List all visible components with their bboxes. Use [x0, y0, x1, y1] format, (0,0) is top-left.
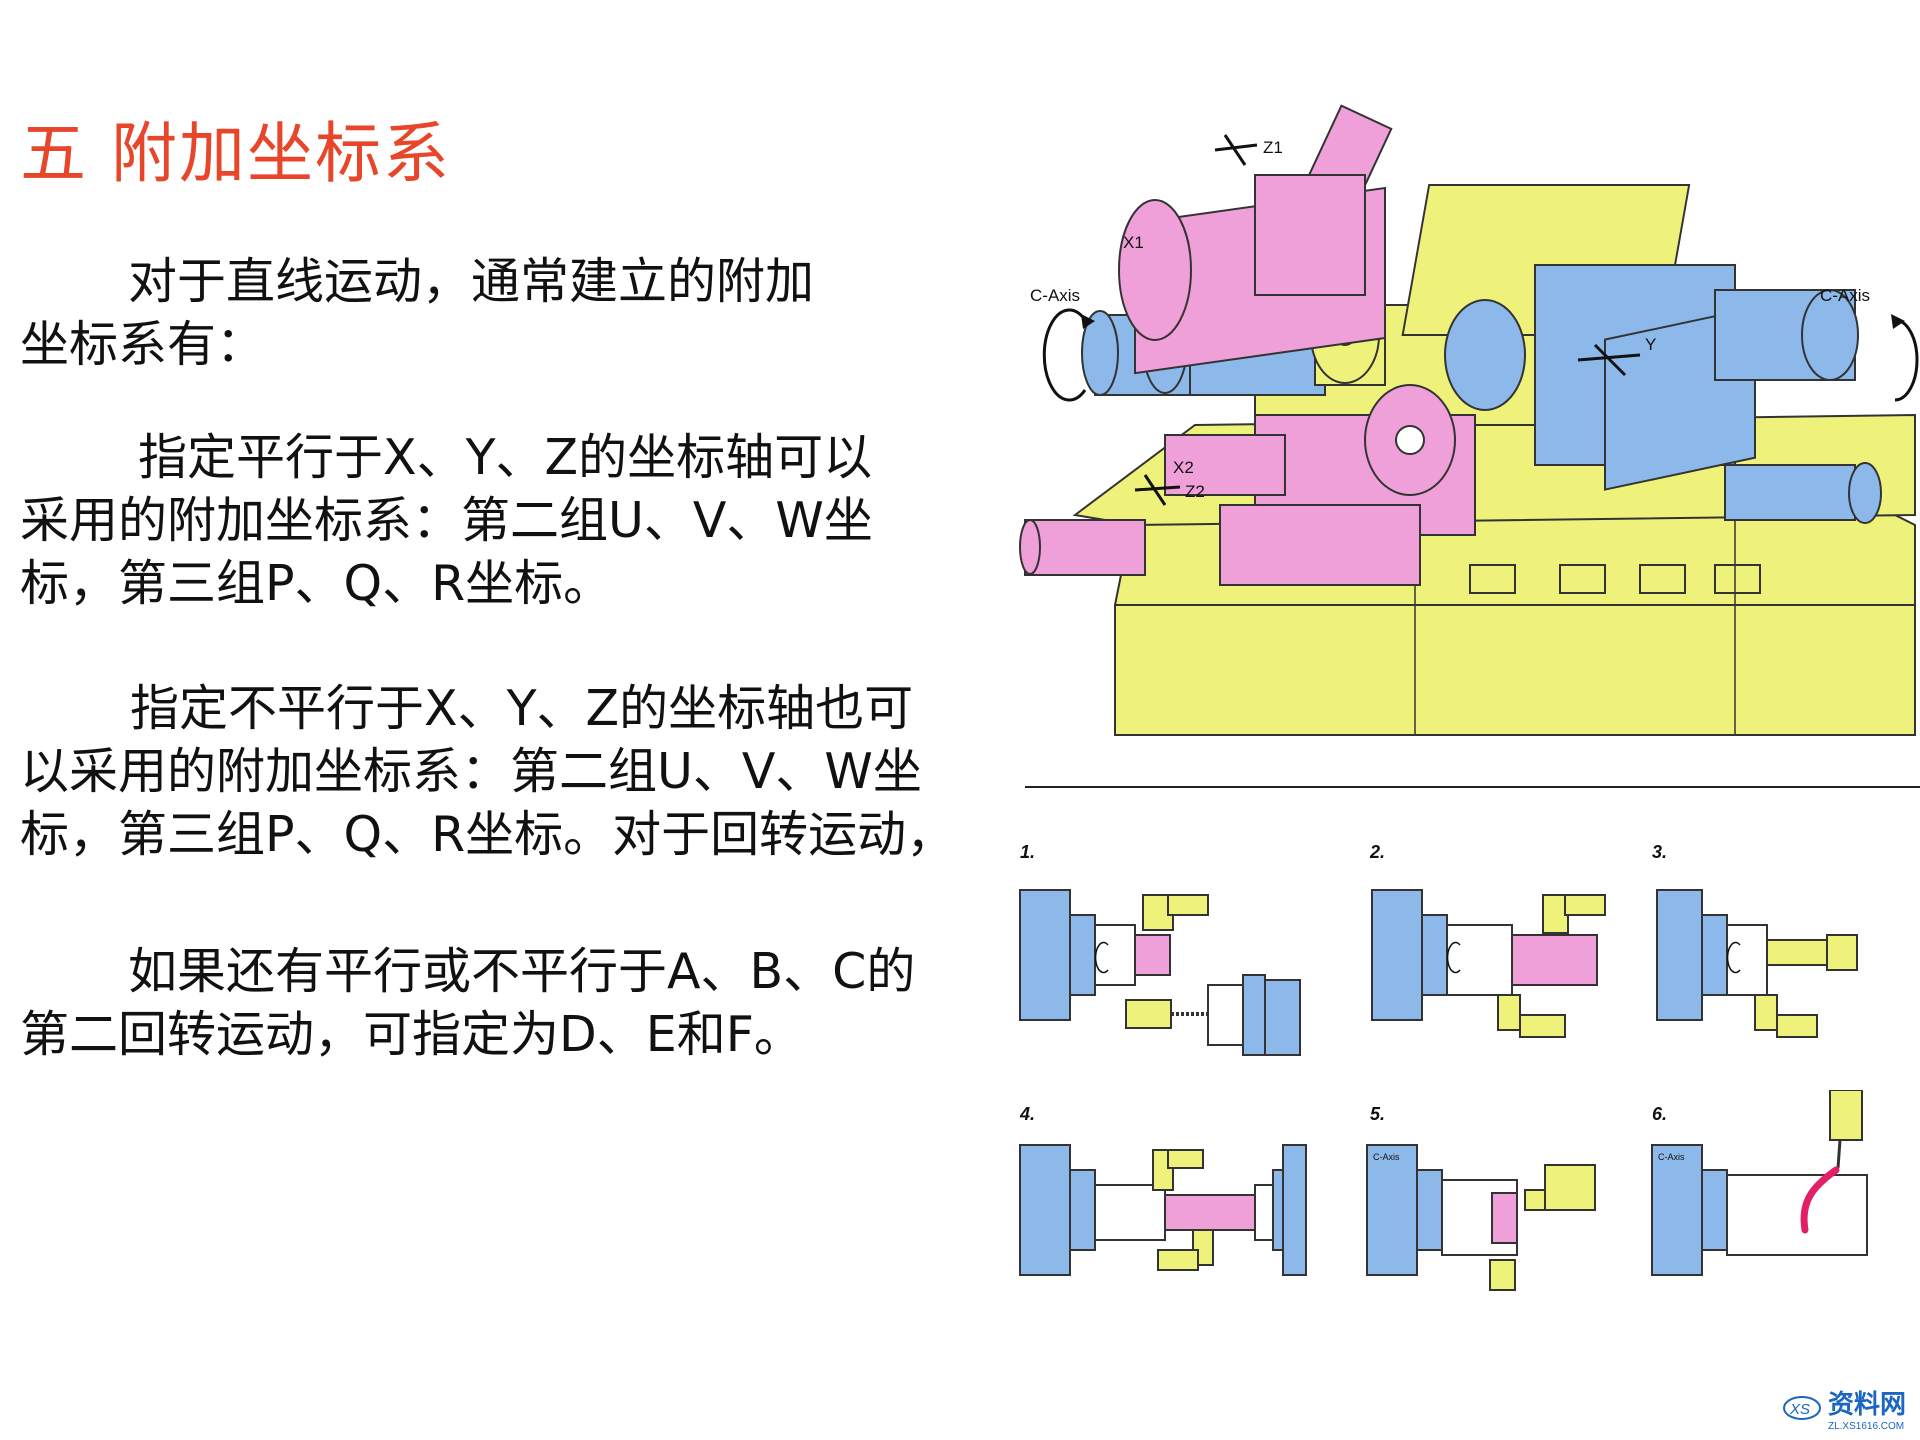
axis-y-label: Y: [1645, 335, 1656, 354]
step-4-number: 4.: [1020, 1104, 1036, 1124]
paragraph-4: 如果还有平行或不平行于A、B、C的 第二回转运动，可指定为D、E和F。: [20, 943, 916, 1063]
watermark-url: ZL.XS1616.COM: [1827, 1421, 1905, 1432]
step-1-diagram: [1019, 889, 1301, 1056]
divider-line: [1025, 786, 1920, 788]
c-axis-left-label: C-Axis: [1030, 286, 1080, 305]
step-2-diagram: [1371, 889, 1606, 1038]
step-4-diagram: [1019, 1144, 1307, 1276]
watermark: XS 资料网 ZL.XS1616.COM: [1782, 1384, 1906, 1432]
axis-z1-label: Z1: [1263, 138, 1283, 157]
step-5-c-axis-label: C-Axis: [1373, 1152, 1400, 1162]
step-6-number: 6.: [1652, 1104, 1668, 1124]
lathe-machine-illustration: X1 Z1 Y X2 Z2 C-Axis C-Axis: [1019, 104, 1919, 736]
paragraph-3: 指定不平行于X、Y、Z的坐标轴也可 以采用的附加坐标系：第二组U、V、W坐 标，…: [20, 680, 956, 863]
slide-title: 五 附加坐标系: [20, 115, 451, 192]
svg-text:XS: XS: [1789, 1401, 1810, 1418]
step-5-diagram: C-Axis: [1366, 1144, 1596, 1291]
paragraph-1: 对于直线运动，通常建立的附加 坐标系有：: [20, 253, 815, 373]
step-5-number: 5.: [1370, 1104, 1386, 1124]
step-6-diagram: C-Axis: [1651, 1090, 1868, 1276]
axis-x2-label: X2: [1173, 458, 1194, 477]
c-axis-right-label: C-Axis: [1820, 286, 1870, 305]
xs-logo-icon: XS: [1782, 1396, 1821, 1420]
watermark-name: 资料网: [1827, 1390, 1906, 1420]
axis-z2-label: Z2: [1185, 482, 1205, 501]
step-6-c-axis-label: C-Axis: [1658, 1152, 1685, 1162]
paragraph-2: 指定平行于X、Y、Z的坐标轴可以 采用的附加坐标系：第二组U、V、W坐 标，第三…: [20, 429, 873, 612]
axis-x1-label: X1: [1123, 233, 1144, 252]
step-1-number: 1.: [1020, 842, 1036, 862]
step-3-diagram: [1656, 889, 1858, 1038]
step-2-number: 2.: [1370, 842, 1386, 862]
step-3-number: 3.: [1652, 842, 1668, 862]
